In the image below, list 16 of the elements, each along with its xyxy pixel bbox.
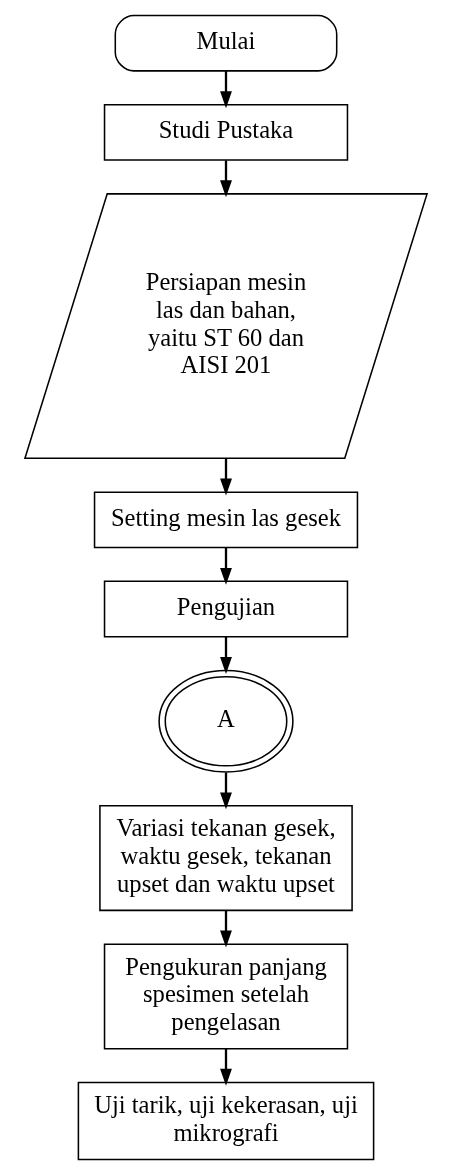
- arrow: [219, 772, 232, 810]
- arrow: [219, 547, 232, 585]
- node-box: Pengujian: [103, 580, 348, 638]
- arrow: [219, 637, 232, 674]
- arrow: [219, 160, 232, 198]
- node-ellipse: A: [157, 669, 294, 773]
- node-box: Uji tarik, uji kekerasan, uji mikrografi: [77, 1081, 374, 1161]
- node-box: Pengukuran panjang spesimen setelah pengelasan: [103, 943, 348, 1050]
- node-box: Studi Pustaka: [103, 103, 348, 161]
- arrow: [219, 910, 232, 948]
- arrow: [219, 71, 232, 109]
- node-box: Setting mesin las gesek: [93, 491, 358, 549]
- arrow: [219, 1048, 232, 1086]
- node-box: Variasi tekanan gesek, waktu gesek, tekanan upset dan waktu upset: [98, 805, 353, 912]
- arrow: [219, 458, 232, 496]
- node-box: Mulai: [114, 14, 337, 72]
